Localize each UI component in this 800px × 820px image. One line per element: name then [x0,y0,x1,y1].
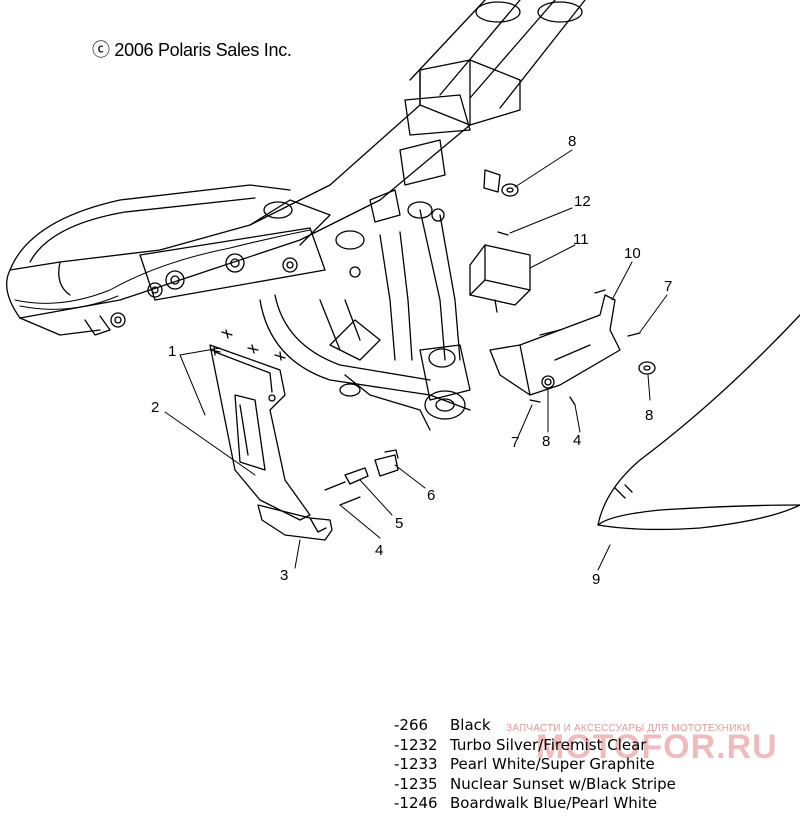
color-legend: -266 Black -1232 Turbo Silver/Firemist Cle… [394,716,794,814]
small-hardware [324,449,399,506]
callout-6: 6 [427,487,435,504]
left-side-cover [209,344,311,521]
legend-code: -266 [394,716,429,734]
frame-assembly [6,0,586,431]
right-side-cover [597,314,800,531]
callout-4-right: 4 [573,432,581,449]
leader-lines [164,149,668,571]
callout-5: 5 [395,515,403,532]
lower-panel [257,504,333,541]
legend-row: -1233 Pearl White/Super Graphite [394,755,794,775]
callout-1: 1 [168,343,176,360]
legend-row: -1246 Boardwalk Blue/Pearl White [394,794,794,814]
legend-color-name: Nuclear Sunset w/Black Stripe [450,774,676,793]
callout-8-mid: 8 [542,433,550,450]
legend-code: -1232 [394,735,438,754]
callout-4-lower: 4 [375,542,383,559]
callout-8-top: 8 [568,133,576,150]
watermark-caption: ЗАПЧАСТИ И АКСЕССУАРЫ ДЛЯ МОТОТЕХНИКИ [506,723,751,734]
legend-code: -1235 [394,774,438,793]
callout-3: 3 [280,567,288,584]
mounting-bracket [489,289,641,406]
callout-2: 2 [151,399,159,416]
legend-row: -1235 Nuclear Sunset w/Black Stripe [394,775,794,795]
legend-row: -1232 Turbo Silver/Firemist Clear [394,736,794,756]
legend-color-name: Boardwalk Blue/Pearl White [450,794,658,812]
callout-7-left: 7 [511,434,519,451]
callout-labels: 1 2 3 4 4 5 6 7 7 8 8 8 9 10 11 12 [151,133,672,588]
legend-color-name: Pearl White/Super Graphite [450,755,655,773]
callout-12: 12 [574,193,591,210]
watermark-logo: MOTOFOR.RU [536,728,778,766]
callout-9: 9 [592,571,600,588]
ecu-module [469,231,531,313]
callout-10: 10 [624,245,641,262]
callout-8-right: 8 [645,407,653,424]
grommets [501,183,656,375]
legend-color-name: Turbo Silver/Firemist Clear [450,735,647,754]
legend-color-name: Black [450,716,491,734]
screws [209,329,286,361]
callout-11: 11 [573,231,589,248]
legend-row: -266 Black [394,716,794,736]
legend-code: -1246 [394,794,438,812]
callout-7-right: 7 [664,278,672,295]
legend-code: -1233 [394,755,438,773]
copyright-notice: ⓒ 2006 Polaris Sales Inc. [92,40,292,60]
